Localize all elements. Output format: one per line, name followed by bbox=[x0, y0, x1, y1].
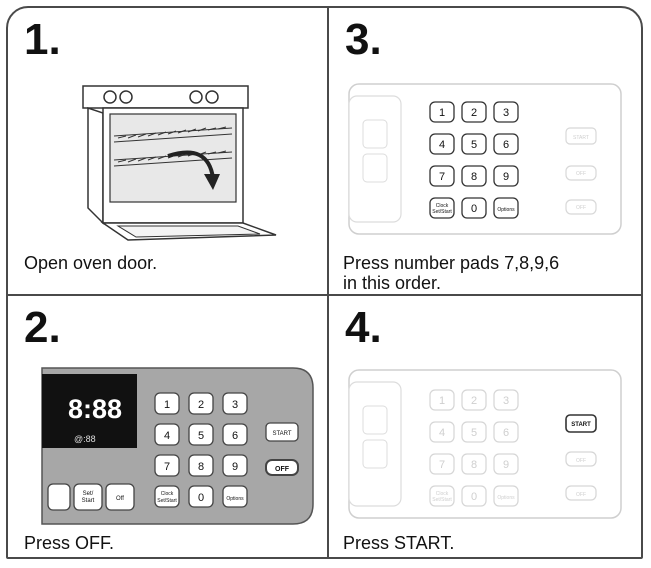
key-7: 7 bbox=[439, 171, 445, 183]
step-4-caption: Press START. bbox=[343, 533, 455, 553]
key-9: 9 bbox=[503, 171, 509, 183]
control-panel-illustration: 8:88 @:88 Set/ Start Off 1 bbox=[41, 367, 314, 525]
panel-key-0: 0 bbox=[198, 492, 204, 504]
bake-label-line2: Start bbox=[82, 498, 95, 504]
faded-key-7: 7 bbox=[439, 459, 445, 471]
keypad-illustration-step-4: 1 2 3 4 5 6 7 8 9 Clock Set/Start 0 Opti… bbox=[348, 369, 622, 519]
faded-off-key-1: OFF bbox=[576, 458, 586, 464]
panel-key-9: 9 bbox=[232, 461, 238, 473]
panel-key-3: 3 bbox=[232, 399, 238, 411]
step-4-number: 4. bbox=[345, 303, 382, 352]
keypad-illustration-step-3: 1 2 3 4 5 6 7 8 9 Clock Set/Start 0 Opti… bbox=[348, 83, 622, 235]
key-clock-line1: Clock bbox=[436, 203, 449, 209]
step-1-caption: Open oven door. bbox=[24, 253, 158, 273]
bake-off-label: Off bbox=[116, 496, 124, 502]
step-4-panel: 4. 1 2 3 4 5 6 7 8 9 bbox=[329, 296, 641, 557]
panel-key-4: 4 bbox=[164, 430, 170, 442]
panel-key-5: 5 bbox=[198, 430, 204, 442]
panel-key-options: Options bbox=[226, 496, 244, 502]
panel-key-clock-line1: Clock bbox=[161, 491, 174, 497]
faded-off-key-2: OFF bbox=[576, 492, 586, 498]
faded-key-options: Options bbox=[497, 495, 515, 501]
step-3-caption: Press number pads 7,8,9,6 in this order. bbox=[343, 253, 559, 293]
knob-icon bbox=[103, 90, 219, 104]
panel-key-7: 7 bbox=[164, 461, 170, 473]
faded-key-3: 3 bbox=[503, 395, 509, 407]
start-key-faded: START bbox=[573, 135, 589, 141]
panel-key-1: 1 bbox=[164, 399, 170, 411]
off-key-faded-1: OFF bbox=[576, 171, 586, 177]
key-4: 4 bbox=[439, 139, 445, 151]
key-options: Options bbox=[497, 207, 515, 213]
panel-off-key: OFF bbox=[275, 466, 290, 473]
start-key-highlighted: START bbox=[571, 422, 591, 428]
key-3: 3 bbox=[503, 107, 509, 119]
step-3-caption-line-2: in this order. bbox=[343, 273, 442, 293]
instruction-grid: 1. Open oven bbox=[6, 6, 643, 559]
panel-key-8: 8 bbox=[198, 461, 204, 473]
faded-key-1: 1 bbox=[439, 395, 445, 407]
grid-divider-vertical bbox=[327, 8, 329, 557]
key-2: 2 bbox=[471, 107, 477, 119]
key-1: 1 bbox=[439, 107, 445, 119]
faded-key-2: 2 bbox=[471, 395, 477, 407]
faded-key-5: 5 bbox=[471, 427, 477, 439]
step-3-panel: 3. 1 2 3 4 5 6 7 8 9 Clock bbox=[329, 8, 641, 294]
faded-key-4: 4 bbox=[439, 427, 445, 439]
faded-key-clock-line1: Clock bbox=[436, 491, 449, 497]
step-2-number: 2. bbox=[24, 303, 61, 352]
oven-door-illustration bbox=[82, 85, 277, 241]
panel-key-6: 6 bbox=[232, 430, 238, 442]
grid-divider-horizontal bbox=[8, 294, 641, 296]
key-0: 0 bbox=[471, 203, 477, 215]
step-2-caption: Press OFF. bbox=[24, 533, 115, 553]
key-clock-line2: Set/Start bbox=[432, 209, 452, 215]
step-3-caption-line-1: Press number pads 7,8,9,6 bbox=[343, 253, 560, 273]
faded-key-9: 9 bbox=[503, 459, 509, 471]
key-8: 8 bbox=[471, 171, 477, 183]
panel-start-key: START bbox=[272, 431, 291, 437]
step-2-panel: 2. 8:88 @:88 Set/ Start Off bbox=[8, 296, 327, 557]
off-key-faded-2: OFF bbox=[576, 205, 586, 211]
step-3-number: 3. bbox=[345, 15, 382, 64]
faded-key-0: 0 bbox=[471, 491, 477, 503]
key-5: 5 bbox=[471, 139, 477, 151]
display-small-time: @:88 bbox=[74, 434, 96, 444]
panel-key-2: 2 bbox=[198, 399, 204, 411]
panel-key-clock-line2: Set/Start bbox=[157, 498, 177, 504]
faded-key-clock-line2: Set/Start bbox=[432, 497, 452, 503]
faded-key-6: 6 bbox=[503, 427, 509, 439]
key-6: 6 bbox=[503, 139, 509, 151]
display-time: 8:88 bbox=[68, 394, 122, 424]
bake-label-line1: Set/ bbox=[83, 491, 94, 497]
step-1-panel: 1. Open oven bbox=[8, 8, 327, 294]
number-keys bbox=[429, 101, 519, 219]
step-1-number: 1. bbox=[24, 15, 61, 64]
faded-key-8: 8 bbox=[471, 459, 477, 471]
